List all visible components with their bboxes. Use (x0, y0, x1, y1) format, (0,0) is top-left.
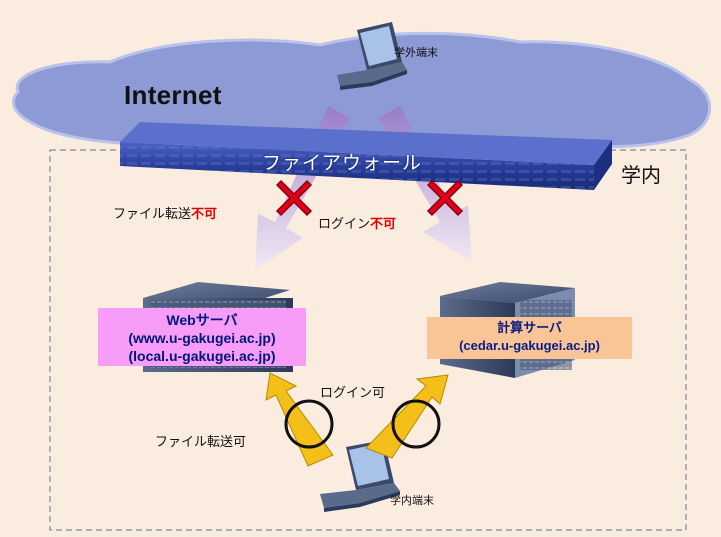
deny-x-right (426, 179, 464, 217)
web-server-host1: (www.u-gakugei.ac.jp) (128, 330, 276, 346)
compute-server-title: 計算サーバ (497, 320, 562, 335)
deny-mark-text: 不可 (191, 207, 218, 222)
login-deny-label: ログイン不可 (318, 213, 396, 232)
firewall-label: ファイアウォール (262, 152, 423, 174)
allow-arrow-left (265, 372, 334, 467)
deny-mark-text: 不可 (370, 217, 397, 232)
file-transfer-allowed-label: ファイル転送可 (155, 435, 247, 450)
web-server-label-box: Webサーバ (www.u-gakugei.ac.jp) (local.u-ga… (98, 308, 306, 366)
web-server-host2: (local.u-gakugei.ac.jp) (128, 348, 276, 364)
allow-arrow-right (365, 374, 449, 459)
deny-x-left (275, 179, 313, 217)
allow-circle-right (391, 399, 441, 449)
file-transfer-deny-text: ファイル転送 (113, 207, 192, 222)
web-server-title: Webサーバ (166, 312, 238, 328)
campus-boundary (49, 149, 687, 531)
outside-laptop-icon (337, 22, 407, 90)
outside-terminal-label: 学外端末 (394, 46, 438, 59)
file-transfer-deny-label: ファイル転送不可 (113, 203, 217, 222)
inside-laptop-icon (320, 440, 400, 512)
login-allowed-label: ログイン可 (320, 386, 386, 401)
compute-server-host: (cedar.u-gakugei.ac.jp) (459, 338, 600, 353)
allow-circle-left (284, 399, 334, 449)
login-deny-text: ログイン (318, 217, 371, 232)
internet-label: Internet (124, 80, 222, 110)
compute-server-label-box: 計算サーバ (cedar.u-gakugei.ac.jp) (427, 317, 632, 359)
firewall-graphic (120, 122, 612, 190)
inside-terminal-label: 学内端末 (390, 494, 434, 507)
campus-label: 学内 (621, 163, 661, 187)
